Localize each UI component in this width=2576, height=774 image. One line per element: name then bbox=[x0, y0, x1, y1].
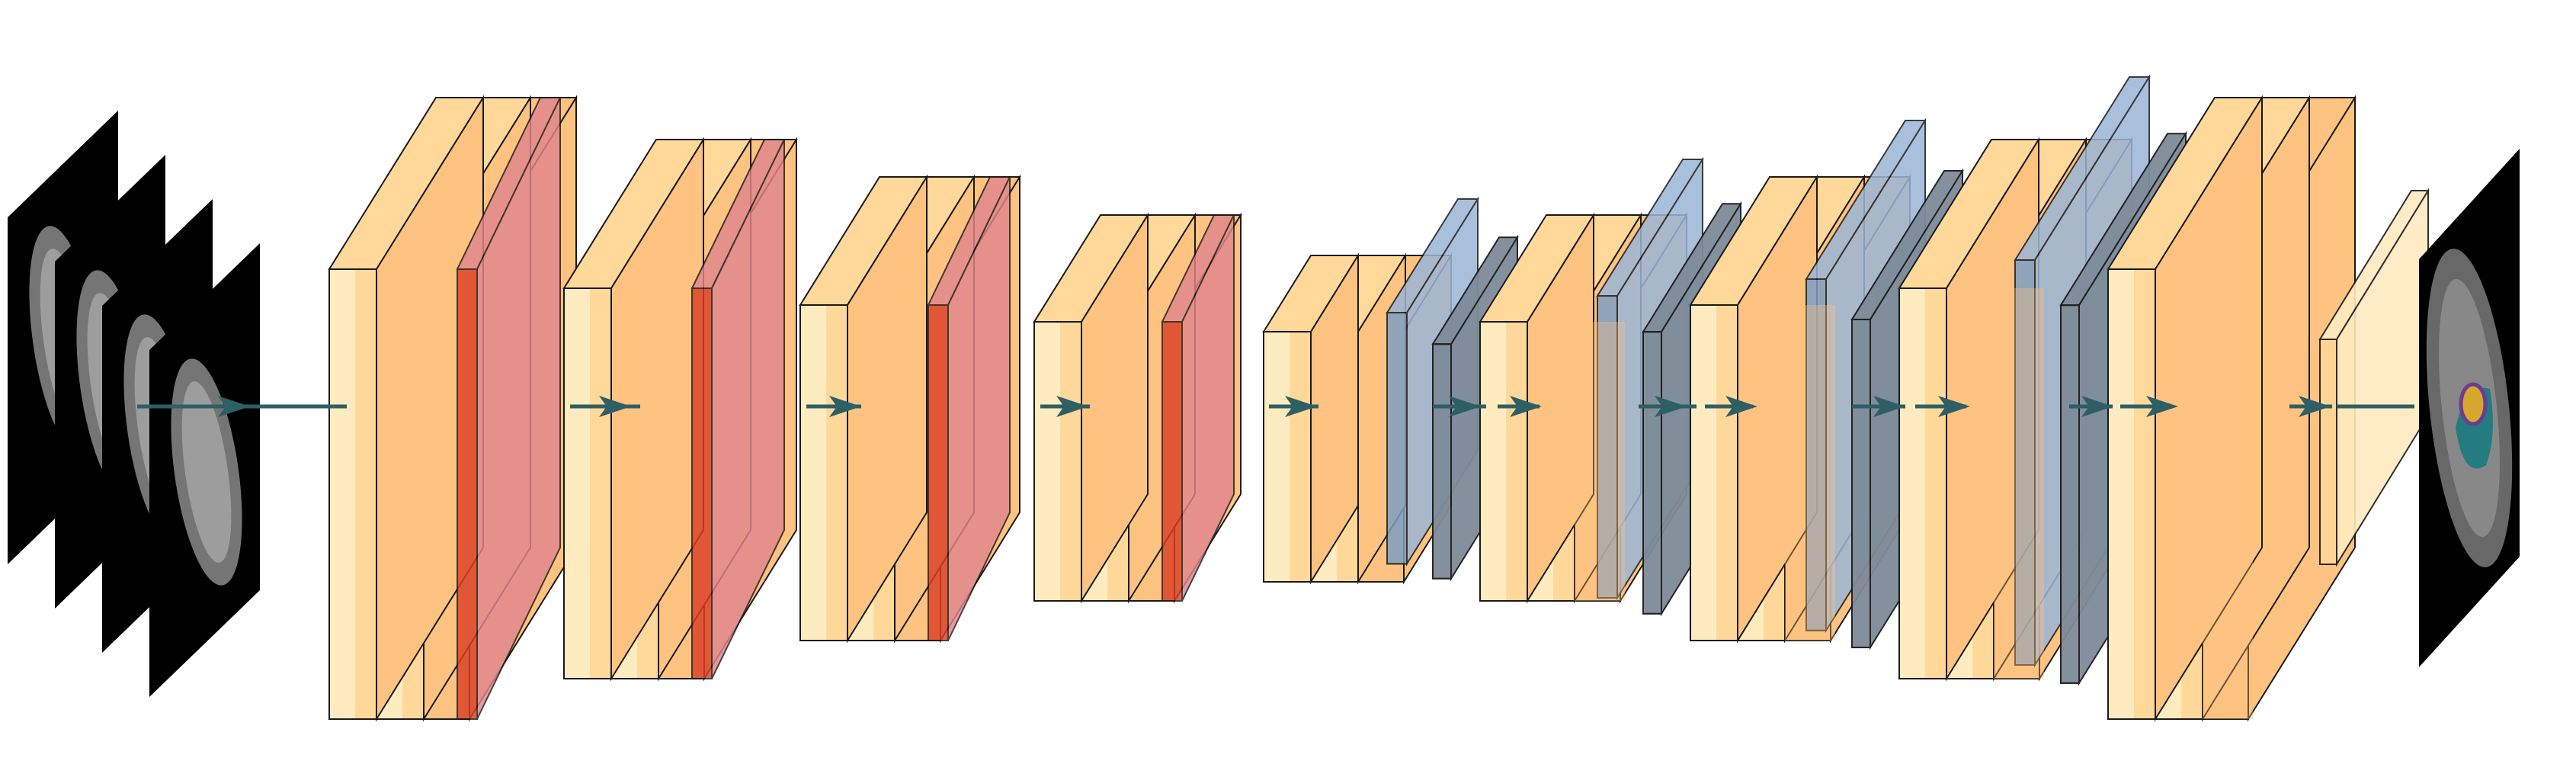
input-mri-stack bbox=[8, 111, 260, 697]
encoder-block-1-pool bbox=[456, 97, 562, 720]
arrow-head-6 bbox=[1449, 396, 1481, 417]
encoder-block-2-conv1 bbox=[562, 136, 705, 682]
arrow-head-8 bbox=[1655, 396, 1687, 417]
arrow-head-2 bbox=[599, 396, 631, 417]
enhancing-tumor-ring bbox=[2459, 382, 2488, 426]
arrow-head-7 bbox=[1510, 396, 1542, 417]
encoder-block-4-conv1 bbox=[1033, 212, 1149, 604]
final-output-slab bbox=[2318, 188, 2430, 567]
decoder-block-4-conv1 bbox=[2107, 95, 2264, 722]
arrow-head-11 bbox=[1938, 396, 1970, 417]
arrow-head-3 bbox=[829, 396, 861, 417]
encoder-block-3-pool bbox=[927, 176, 1011, 641]
decoder-translucent-face-2 bbox=[1785, 305, 1835, 641]
arrow-head-1 bbox=[218, 396, 250, 417]
decoder-translucent-face-4 bbox=[2203, 269, 2253, 719]
flow-arrows bbox=[137, 396, 2414, 417]
decoder-translucent-face-1 bbox=[1575, 322, 1625, 601]
arrow-head-14 bbox=[2299, 396, 2331, 417]
arrow-head-5 bbox=[1285, 396, 1317, 417]
encoder-block-3-conv1 bbox=[799, 174, 928, 644]
encoder-block-4-pool bbox=[1161, 214, 1235, 602]
network-blocks bbox=[328, 74, 2430, 722]
decoder-translucent-face-3 bbox=[1994, 288, 2044, 679]
arrow-head-9 bbox=[1725, 396, 1757, 417]
decoder-block-1-conv1 bbox=[1479, 212, 1595, 604]
arrow-head-10 bbox=[1873, 396, 1905, 417]
mri-slice bbox=[149, 243, 260, 697]
output-segmentation bbox=[2419, 149, 2520, 667]
tumor-core-region bbox=[2461, 384, 2485, 424]
decoder-block-2-conv1 bbox=[1689, 174, 1818, 644]
arrow-head-13 bbox=[2146, 396, 2178, 417]
arrow-head-12 bbox=[2081, 396, 2113, 417]
encoder-block-2-pool bbox=[690, 139, 786, 679]
bottleneck-block-conv1 bbox=[1262, 252, 1360, 585]
arrow-head-4 bbox=[1056, 396, 1088, 417]
